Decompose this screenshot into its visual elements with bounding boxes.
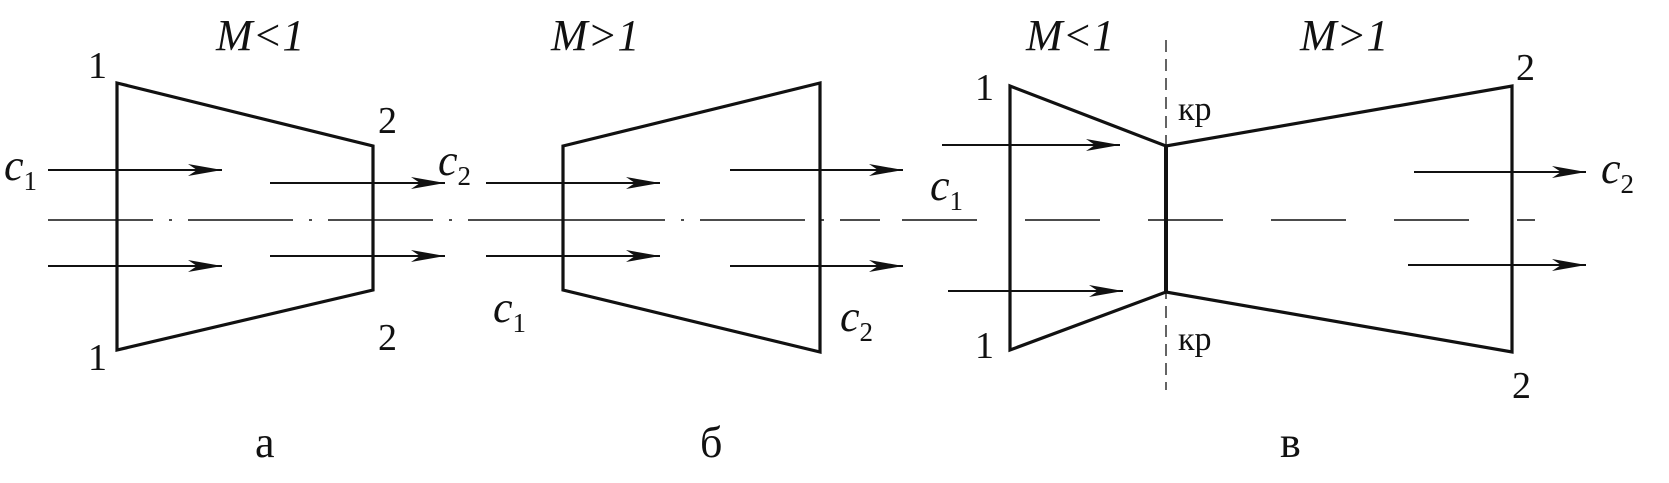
inlet-velocity-b: c1 — [493, 283, 526, 338]
critical-label-top: кр — [1178, 91, 1212, 128]
mach-label-b: M>1 — [550, 11, 639, 60]
station-1-top-a: 1 — [88, 45, 107, 87]
outlet-velocity-c: c2 — [1601, 144, 1634, 199]
station-2-bottom-c: 2 — [1512, 365, 1531, 407]
station-2-bottom-a: 2 — [378, 317, 397, 359]
diverging-nozzle-outline — [561, 80, 822, 355]
station-1-top-c: 1 — [975, 67, 994, 109]
outlet-velocity-a: c2 — [438, 136, 471, 191]
outlet-velocity-b: c2 — [840, 292, 873, 347]
inlet-velocity-a: c1 — [4, 141, 37, 196]
caption-b: б — [700, 418, 722, 467]
panel-b: M>1 c1 c2 б — [486, 11, 903, 467]
caption-a: а — [255, 418, 275, 467]
critical-label-bottom: кр — [1178, 321, 1212, 358]
mach-label-a: M<1 — [215, 11, 304, 60]
station-1-bottom-c: 1 — [975, 325, 994, 367]
caption-c: в — [1280, 418, 1301, 467]
inlet-velocity-c: c1 — [930, 161, 963, 216]
station-1-bottom-a: 1 — [88, 337, 107, 379]
panel-a: M<1 1 1 2 2 c1 c2 а — [4, 11, 560, 467]
laval-nozzle-outline — [1008, 83, 1514, 354]
mach-label-subsonic-c: M<1 — [1025, 11, 1114, 60]
converging-nozzle-outline — [115, 80, 375, 353]
mach-label-supersonic-c: M>1 — [1299, 11, 1388, 60]
station-2-top-c: 2 — [1516, 47, 1535, 89]
station-2-top-a: 2 — [378, 100, 397, 142]
panel-c: M<1 M>1 1 1 2 2 кр кр c1 c2 в — [902, 11, 1634, 467]
